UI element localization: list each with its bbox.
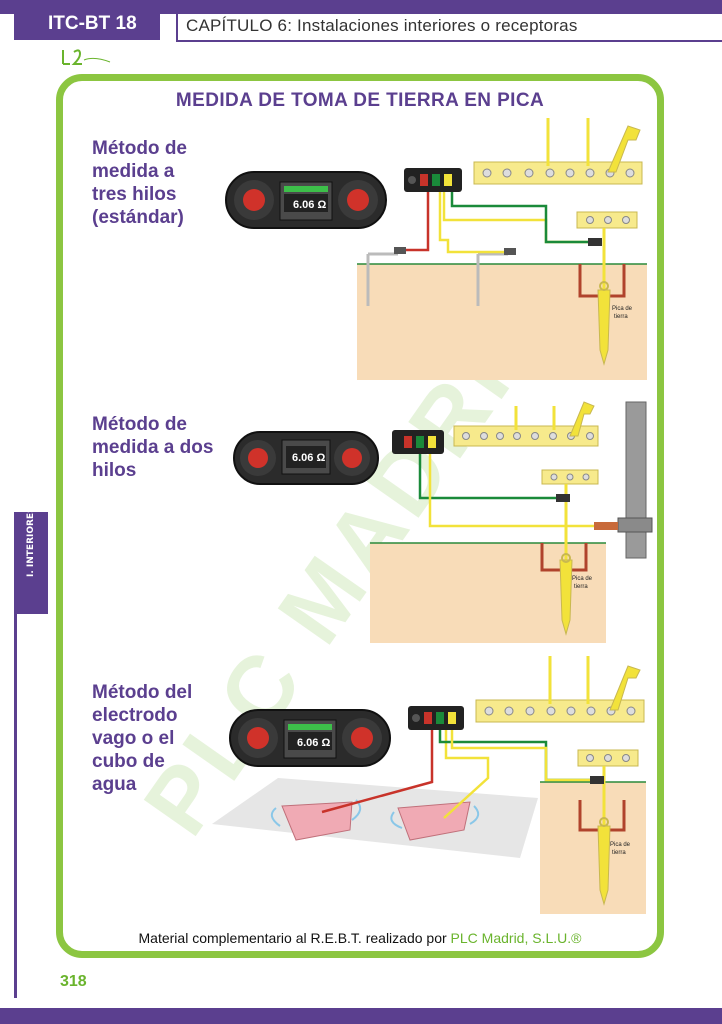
green-wire [418, 452, 560, 500]
footer-company-link[interactable]: PLC Madrid, S.L.U.® [450, 930, 582, 946]
page-number: 318 [60, 973, 87, 990]
method-3-line: cubo de [92, 751, 165, 772]
method-3-line: Método del [92, 682, 193, 703]
method-1-line: Método de [92, 138, 187, 159]
stake-label: tierra [612, 850, 626, 856]
page-title: MEDIDA DE TOMA DE TIERRA EN PICA [175, 90, 545, 111]
method-1-heading: Método de medida a tres hilos (estándar) [92, 137, 187, 229]
chapter-title: CAPÍTULO 6: Instalaciones interiores o r… [186, 16, 578, 35]
red-wire [321, 730, 434, 814]
method-2-heading: Método de medida a dos hilos [92, 413, 213, 482]
publisher-logo-icon [62, 49, 111, 65]
yellow-wire [428, 452, 596, 528]
meter-reading: 6.06 Ω [292, 452, 325, 464]
wet-electrode-pad [281, 801, 353, 841]
main-earth-busbar [475, 699, 645, 723]
bottom-bar [0, 1008, 722, 1024]
yellow-wire [438, 190, 512, 254]
stake-label: Pica de [612, 306, 633, 312]
footer-text: Material complementario al R.E.B.T. real… [138, 930, 451, 946]
method-2-line: medida a dos [92, 437, 214, 458]
meter-reading: 6.06 Ω [293, 199, 326, 211]
method-1-line: tres hilos [92, 184, 177, 205]
stake-label: tierra [614, 314, 628, 320]
earth-tester-meter-1: 6.06 Ω [225, 171, 387, 229]
main-earth-busbar [473, 161, 643, 185]
method-3-line: electrodo [92, 705, 178, 726]
method-3-line: agua [92, 774, 137, 795]
method-2-line: Método de [92, 414, 187, 435]
earth-stake [597, 289, 611, 366]
green-wire [438, 730, 598, 782]
method-1-line: medida a [92, 161, 175, 182]
earth-stake [597, 825, 611, 906]
green-wire [450, 190, 598, 244]
red-wire [398, 190, 430, 252]
footer-credit: Material complementario al R.E.B.T. real… [56, 930, 664, 946]
stake-label: Pica de [610, 842, 631, 848]
soil-block [540, 782, 646, 914]
stake-label: tierra [574, 584, 588, 590]
earth-tester-meter-3: 6.06 Ω [229, 709, 391, 767]
meter-reading: 6.06 Ω [297, 737, 330, 749]
side-divider [14, 614, 17, 998]
method-3-line: vago o el [92, 728, 175, 749]
method-3-heading: Método del electrodo vago o el cubo de a… [92, 681, 192, 796]
top-bar [0, 0, 722, 14]
yellow-wire [443, 730, 490, 819]
stake-label: Pica de [572, 576, 593, 582]
chapter-box [176, 14, 722, 42]
earth-tester-meter-2: 6.06 Ω [233, 431, 379, 485]
method-2-line: hilos [92, 460, 137, 481]
itc-code-badge: ITC-BT 18 [14, 8, 160, 40]
section-side-tab[interactable]: I. INTERIORES [14, 506, 48, 614]
ground-plane [212, 778, 538, 858]
main-earth-busbar [453, 425, 599, 447]
method-1-line: (estándar) [92, 207, 184, 228]
